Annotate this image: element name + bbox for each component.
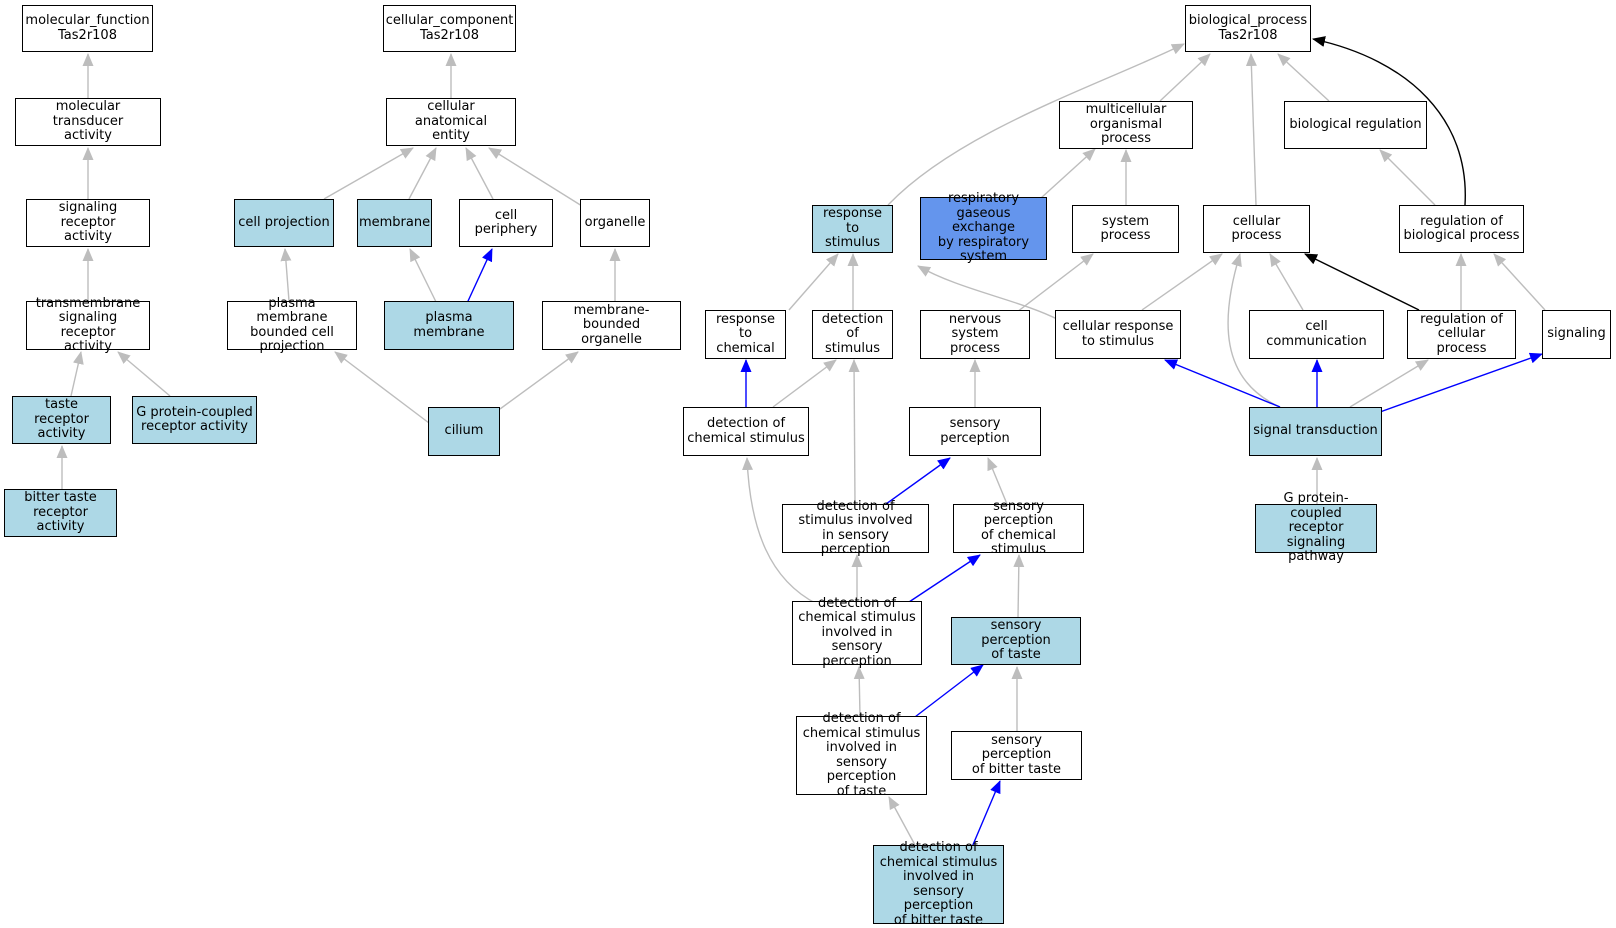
node-molecular-function-root[interactable]: molecular_function Tas2r108: [22, 5, 153, 52]
node-taste-receptor-activity[interactable]: taste receptor activity: [12, 396, 111, 444]
edge-bp-2: [1159, 53, 1211, 102]
node-response-to-chemical[interactable]: response to chemical: [705, 310, 786, 359]
edge-cc-5: [488, 147, 583, 207]
node-sensory-perception[interactable]: sensory perception: [909, 407, 1041, 456]
edge-bp-8: [1379, 149, 1436, 206]
edge-cc-7: [409, 248, 440, 309]
node-cellular-anatomical-entity[interactable]: cellular anatomical entity: [386, 98, 516, 146]
node-signaling[interactable]: signaling: [1542, 310, 1611, 359]
node-membrane[interactable]: membrane: [357, 199, 432, 247]
node-respiratory-gaseous-exchange[interactable]: respiratory gaseous exchange by respirat…: [920, 192, 1047, 264]
node-plasma-membrane-bounded-cell-projection[interactable]: plasma membrane bounded cell projection: [227, 296, 357, 354]
node-detection-of-stimulus[interactable]: detection of stimulus: [812, 310, 893, 359]
node-sensory-perception-of-taste[interactable]: sensory perception of taste: [951, 617, 1081, 665]
node-biological-process-root[interactable]: biological_process Tas2r108: [1185, 5, 1311, 52]
edge-cc-6: [280, 248, 292, 302]
node-nervous-system-process[interactable]: nervous system process: [920, 310, 1030, 359]
node-system-process[interactable]: system process: [1072, 205, 1179, 253]
edge-bp-17: [1493, 253, 1546, 311]
edge-bp-26: [848, 359, 860, 505]
node-bitter-taste-receptor-activity[interactable]: bitter taste receptor activity: [4, 489, 117, 537]
node-multicellular-organismal-process[interactable]: multicellular organismal process: [1059, 101, 1193, 149]
node-signaling-receptor-activity[interactable]: signaling receptor activity: [26, 199, 150, 247]
edge-cc-4: [465, 147, 494, 200]
edge-mf-5: [117, 351, 171, 397]
edge-bp-5: [1312, 36, 1466, 206]
edge-bp-25: [1379, 352, 1543, 413]
node-cellular-process[interactable]: cellular process: [1203, 205, 1310, 253]
edge-bp-21: [1227, 253, 1281, 408]
node-cellular-component-root[interactable]: cellular_component Tas2r108: [383, 5, 516, 52]
edge-bp-4: [1245, 53, 1257, 206]
node-cilium[interactable]: cilium: [428, 407, 500, 456]
edge-bp-3: [1277, 53, 1330, 102]
node-biological-regulation[interactable]: biological regulation: [1284, 101, 1427, 149]
edge-bp-12: [1012, 253, 1094, 316]
node-detection-of-chemical-stimulus-involved-in-sensory-perception[interactable]: detection of chemical stimulus involved …: [792, 596, 922, 669]
node-organelle[interactable]: organelle: [580, 199, 650, 247]
edge-cc-2: [323, 147, 414, 200]
node-regulation-of-biological-process[interactable]: regulation of biological process: [1399, 205, 1524, 253]
edge-cc-10: [334, 351, 430, 424]
node-regulation-of-cellular-process[interactable]: regulation of cellular process: [1407, 310, 1516, 359]
edge-bp-31: [742, 457, 818, 605]
node-signal-transduction[interactable]: signal transduction: [1249, 407, 1382, 456]
edge-cc-11: [499, 351, 579, 410]
edge-bp-1: [887, 43, 1185, 206]
node-gpcr-activity[interactable]: G protein-coupled receptor activity: [132, 396, 257, 444]
node-detection-of-chemical-stimulus[interactable]: detection of chemical stimulus: [683, 407, 809, 456]
edge-bp-9: [788, 253, 839, 311]
node-response-to-stimulus[interactable]: response to stimulus: [812, 205, 893, 253]
edge-bp-32: [905, 554, 981, 605]
node-cellular-response-to-stimulus[interactable]: cellular response to stimulus: [1055, 310, 1181, 359]
node-membrane-bounded-organelle[interactable]: membrane-bounded organelle: [542, 301, 681, 350]
edge-bp-27: [885, 457, 951, 505]
edge-bp-16: [1304, 253, 1420, 311]
edge-bp-22: [1164, 359, 1281, 408]
node-cell-projection[interactable]: cell projection: [234, 199, 334, 247]
node-transmembrane-signaling-receptor-activity[interactable]: transmembrane signaling receptor activit…: [26, 296, 150, 354]
edge-bp-37: [888, 796, 916, 846]
node-cell-periphery[interactable]: cell periphery: [459, 199, 553, 247]
edge-bp-33: [1013, 554, 1025, 618]
edge-bp-19: [772, 359, 837, 408]
edge-bp-24: [1349, 359, 1429, 408]
node-detection-of-chemical-stimulus-involved-in-sensory-perception-of-bitter-taste[interactable]: detection of chemical stimulus involved …: [873, 840, 1004, 927]
node-gpcr-signaling-pathway[interactable]: G protein-coupled receptor signaling pat…: [1255, 492, 1377, 564]
edge-mf-4: [70, 351, 84, 397]
edge-bp-28: [987, 457, 1008, 505]
edge-bp-13: [1141, 253, 1223, 311]
node-plasma-membrane[interactable]: plasma membrane: [384, 301, 514, 350]
node-sensory-perception-of-bitter-taste[interactable]: sensory perception of bitter taste: [951, 731, 1082, 780]
node-molecular-transducer-activity[interactable]: molecular transducer activity: [15, 98, 161, 146]
edge-bp-11: [917, 265, 1060, 321]
edge-bp-14: [1269, 253, 1304, 311]
edge-cc-3: [408, 147, 437, 200]
node-sensory-perception-of-chemical-stimulus[interactable]: sensory perception of chemical stimulus: [953, 499, 1084, 557]
node-cell-communication[interactable]: cell communication: [1249, 310, 1384, 359]
edge-bp-35: [910, 664, 984, 721]
node-detection-of-stimulus-involved-in-sensory-perception[interactable]: detection of stimulus involved in sensor…: [782, 499, 929, 557]
edge-bp-34: [853, 666, 865, 717]
node-detection-of-chemical-stimulus-involved-in-sensory-perception-of-taste[interactable]: detection of chemical stimulus involved …: [796, 711, 927, 798]
